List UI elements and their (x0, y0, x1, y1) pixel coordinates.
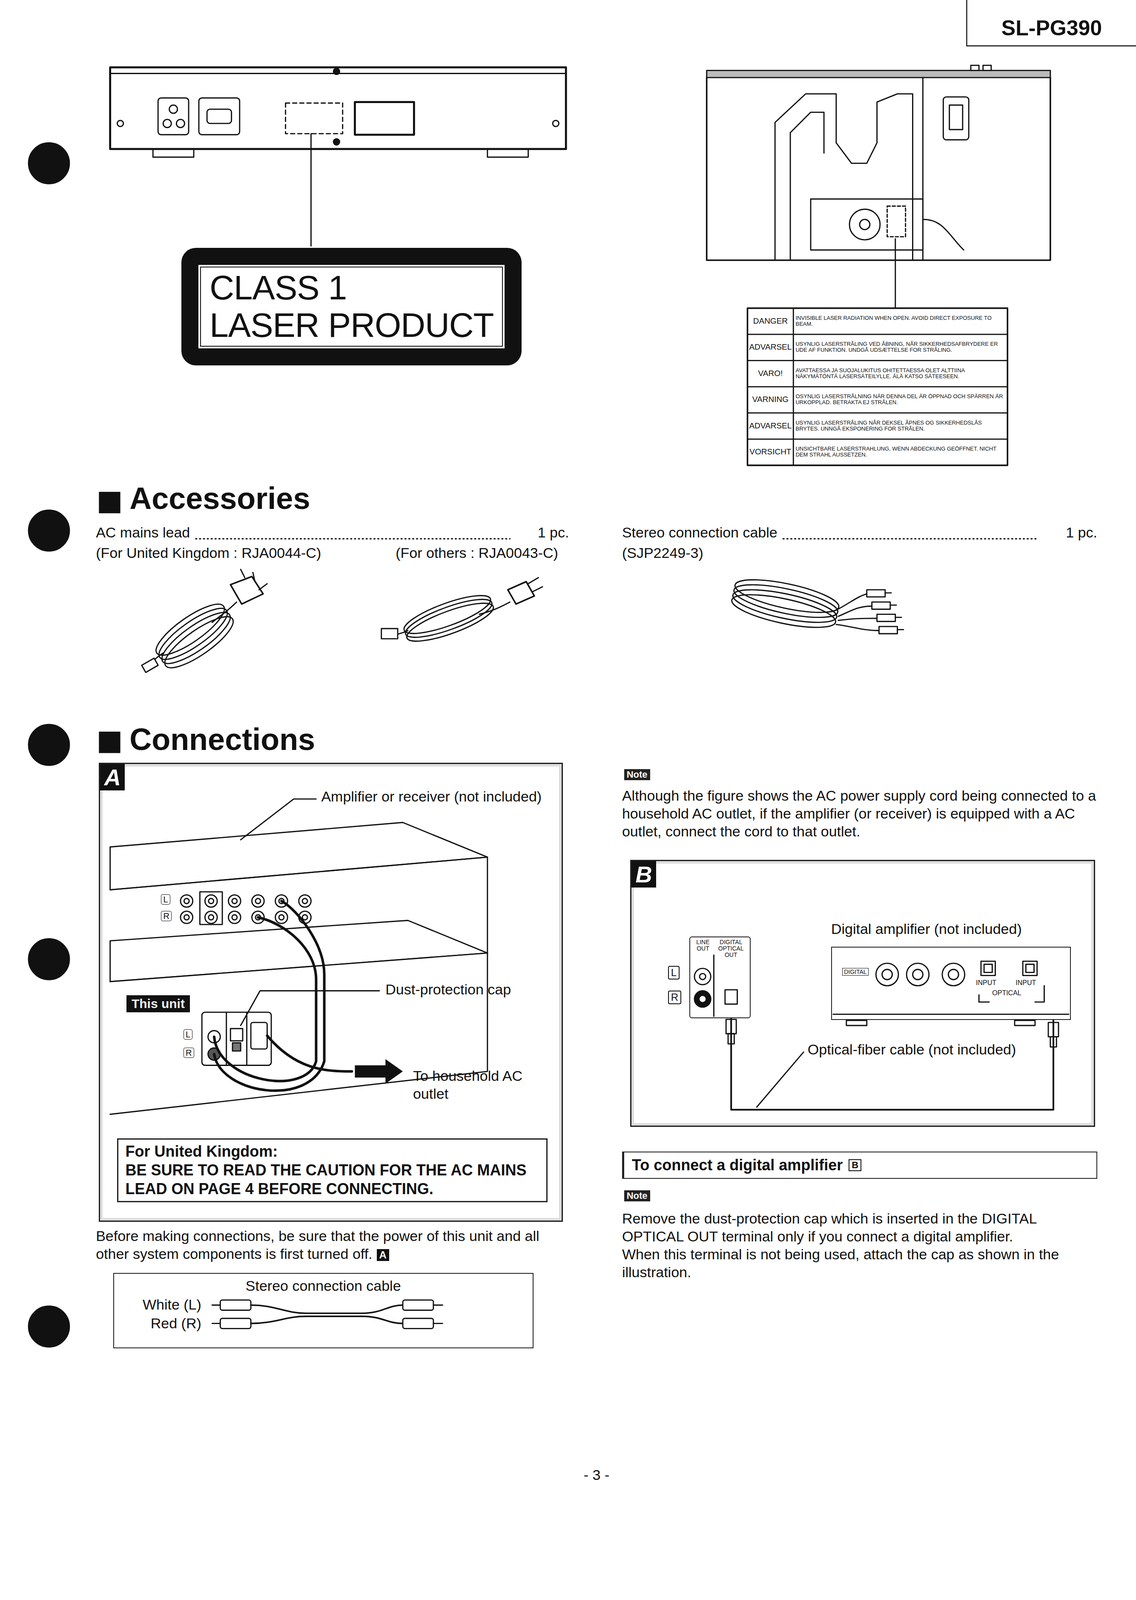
warning-keyword: DANGER (747, 307, 794, 334)
warning-text: INVISIBLE LASER RADIATION WHEN OPEN. AVO… (793, 307, 1007, 334)
digital-amplifier: DIGITAL INPUT INPUT OPTICAL (831, 946, 1071, 1020)
warning-text: OSYNLIG LASERSTRÅLNING NÄR DENNA DEL ÄR … (793, 386, 1007, 413)
node-text: OPTICAL (992, 989, 1022, 997)
warning-keyword: ADVARSEL (747, 334, 794, 361)
cable-legend-box: Stereo connection cableWhite (L)Red (R) (113, 1272, 534, 1349)
figure-frame: A This unitFor United Kingdom:BE SURE TO … (98, 762, 563, 1222)
figure-ref-icon: A (376, 1248, 390, 1261)
node-text: DIGITAL (842, 967, 869, 976)
warning-keyword: ADVARSEL (747, 412, 794, 439)
accessory-name: AC mains lead (95, 523, 190, 542)
warning-label: CLASS 1LASER PRODUCT (181, 247, 522, 366)
note-text: When this terminal is not being used, at… (622, 1245, 1098, 1281)
node-text: DIGITAL OPTICAL OUT (714, 938, 749, 959)
channel-mark: L (160, 894, 170, 905)
jack-panel: LINE OUTDIGITAL OPTICAL OUT (689, 936, 751, 1019)
warning-keyword: VORSICHT (747, 438, 794, 465)
node-text: This unit (131, 996, 185, 1011)
channel-mark: R (668, 990, 682, 1005)
node-text: B (848, 1158, 862, 1171)
node-text: A (100, 763, 125, 791)
node-text: LASER PRODUCT (209, 306, 494, 345)
warning-text: AVATTAESSA JA SUOJALUKITUS OHITETTAESSA … (793, 360, 1007, 387)
subheading-box: To connect a digital amplifier B (622, 1151, 1098, 1179)
node-text: B (631, 860, 657, 888)
node-text: White (L) (114, 1294, 202, 1314)
note-text: Although the figure shows the AC power s… (622, 786, 1098, 841)
part-number: (SJP2249-3) (622, 543, 704, 562)
figure-frame: B LINE OUTDIGITAL OPTICAL OUT DIGITAL INPUT… (630, 859, 1096, 1127)
channel-mark: L (183, 1029, 193, 1040)
callout-label: Optical-fiber cable (not included) (807, 1040, 1016, 1059)
quantity: 1 pc. (1038, 523, 1098, 542)
node-text: INPUT (975, 978, 997, 987)
text-block: Remove the dust-protection cap which is … (622, 1209, 1098, 1281)
unit-tag: This unit (126, 995, 190, 1013)
part-number: (For United Kingdom : RJA0044-C) (95, 543, 322, 562)
callout-label: To household AC outlet (413, 1066, 525, 1103)
warning-keyword: VARNING (747, 386, 794, 413)
warning-text: UNSICHTBARE LASERSTRAHLUNG, WENN ABDECKU… (793, 438, 1007, 465)
node-text: BE SURE TO READ THE CAUTION FOR THE AC M… (125, 1160, 540, 1199)
quantity: 1 pc. (509, 523, 569, 542)
callout-label: Digital amplifier (not included) (831, 919, 1022, 938)
node-text: Red (R) (114, 1313, 202, 1333)
note-badge: Note (624, 1190, 651, 1202)
node-text: For United Kingdom: (125, 1141, 540, 1161)
warning-keyword: VARO! (747, 360, 794, 387)
warning-text: USYNLIG LASERSTRÅLING VED ÅBNING, NÅR SI… (793, 334, 1007, 361)
optical-fiber-cable (731, 1018, 1054, 1110)
channel-mark: R (183, 1047, 194, 1058)
model-number: SL-PG390 (1001, 16, 1102, 41)
warning-text: USYNLIG LASERSTRÅLING NÅR DEKSEL ÅPNES O… (793, 412, 1007, 439)
text-block: Before making connections, be sure that … (95, 1226, 569, 1263)
caution-box: For United Kingdom:BE SURE TO READ THE C… (117, 1138, 548, 1202)
node-text: To connect a digital amplifier (631, 1155, 843, 1175)
section-heading: Connections (129, 722, 316, 757)
section-heading: Accessories (129, 481, 310, 516)
channel-mark: R (160, 910, 172, 921)
accessory-name: Stereo connection cable (622, 523, 778, 542)
node-text: LINE OUT (691, 938, 715, 952)
node-text: CLASS 1 (209, 269, 494, 307)
note-text: Remove the dust-protection cap which is … (622, 1209, 1098, 1246)
node-text: INPUT (1015, 978, 1036, 987)
callout-label: Dust-protection cap (385, 980, 511, 999)
page-number: - 3 - (570, 1465, 623, 1484)
part-number: (For others : RJA0043-C) (395, 543, 559, 562)
node-text: Stereo connection cable (114, 1276, 533, 1295)
note-badge: Note (624, 768, 651, 781)
channel-mark: L (668, 965, 680, 980)
callout-label: Amplifier or receiver (not included) (321, 787, 542, 806)
instruction-text: Before making connections, be sure that … (95, 1227, 540, 1262)
